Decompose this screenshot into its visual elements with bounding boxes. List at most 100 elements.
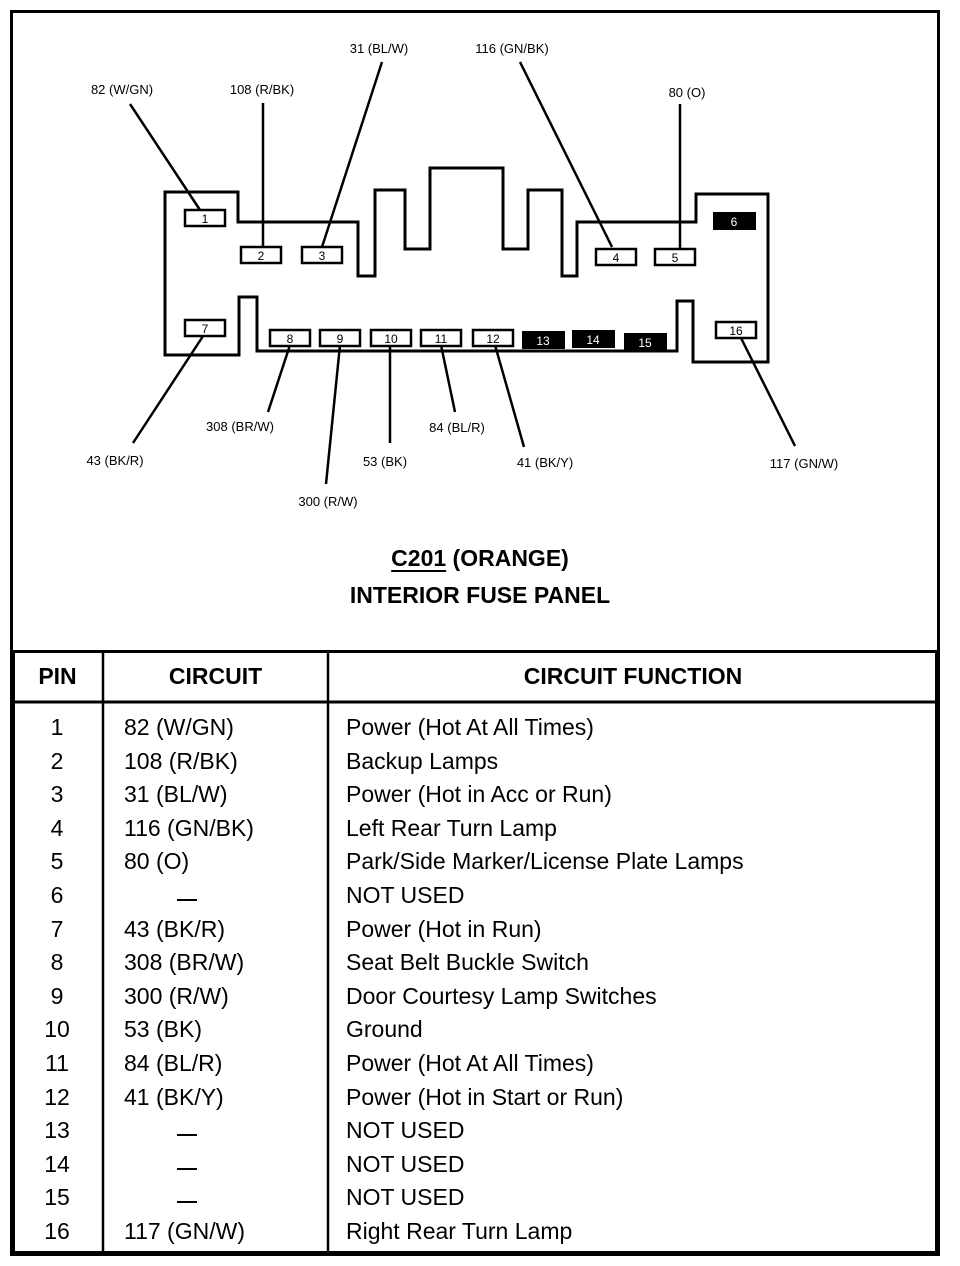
pin-number-15: 15: [638, 336, 652, 350]
cell-function: Power (Hot in Start or Run): [346, 1083, 624, 1110]
pin-cavity-13: [522, 331, 565, 349]
cell-function: Power (Hot At All Times): [346, 714, 594, 740]
pin-number-13: 13: [536, 334, 550, 348]
connector-color: (ORANGE): [452, 545, 569, 571]
callout-label-1: 82 (W/GN): [91, 82, 153, 97]
cell-circuit: 300 (R/W): [124, 982, 229, 1009]
cell-circuit: 41 (BK/Y): [124, 1083, 224, 1110]
cell-pin: 10: [44, 1016, 70, 1043]
pin-number-11: 11: [435, 332, 448, 346]
pin-cavity-12: [471, 328, 515, 348]
cell-pin: 8: [50, 949, 64, 976]
cell-circuit-dash: [177, 1167, 197, 1170]
pin-number-2: 2: [258, 249, 265, 263]
cell-function: Left Rear Turn Lamp: [346, 814, 557, 841]
pin-cavity-1: [183, 208, 227, 228]
pin-cavity-9: [318, 328, 362, 348]
callout-label-16: 117 (GN/W): [770, 456, 838, 471]
pin-cavity-2: [239, 245, 283, 265]
cell-pin: 3: [50, 781, 64, 808]
cell-pin: 4: [50, 814, 64, 841]
leader-8: [266, 344, 292, 413]
cell-pin: 13: [44, 1117, 70, 1144]
cell-pin: 5: [50, 848, 64, 875]
pin-number-14: 14: [586, 333, 600, 347]
cell-function: Power (Hot in Run): [346, 915, 542, 942]
callout-label-12: 41 (BK/Y): [517, 455, 573, 470]
pin-cavity-14: [572, 330, 615, 348]
leader-12: [493, 344, 526, 448]
cell-pin: 1: [50, 714, 64, 740]
cell-function: Power (Hot At All Times): [346, 1050, 594, 1076]
cell-function: Backup Lamps: [346, 747, 499, 774]
header-circuit: CIRCUIT: [168, 662, 263, 689]
callout-label-11: 84 (BL/R): [429, 420, 485, 435]
callout-label-2: 108 (R/BK): [230, 82, 294, 97]
header-pin: PIN: [38, 662, 77, 689]
cell-pin: 16: [44, 1218, 70, 1244]
cell-function: Power (Hot in Acc or Run): [346, 781, 612, 808]
connector-title: C201 (ORANGE): [0, 545, 960, 572]
callout-label-5: 80 (O): [669, 85, 706, 100]
leader-3: [320, 61, 384, 248]
cell-function: NOT USED: [346, 1184, 465, 1211]
cell-circuit: 308 (BR/W): [124, 949, 245, 976]
table-row: 8 308 (BR/W) Seat Belt Buckle Switch: [12, 949, 938, 983]
pin-cavity-8: [268, 328, 312, 348]
cell-circuit-dash: [177, 899, 197, 901]
pin-cavity-3: [300, 245, 344, 265]
pin-cavity-10: [369, 328, 413, 348]
callout-label-3: 31 (BL/W): [350, 41, 409, 56]
table-row: 12 41 (BK/Y) Power (Hot in Start or Run): [12, 1084, 938, 1118]
cell-pin: 2: [50, 747, 64, 774]
unused-pins: [522, 212, 756, 351]
cell-circuit: 117 (GN/W): [124, 1218, 245, 1244]
callout-label-10: 53 (BK): [363, 454, 407, 469]
cell-circuit: 84 (BL/R): [124, 1050, 223, 1076]
cell-function: Seat Belt Buckle Switch: [346, 949, 589, 976]
connector-id: C201: [391, 545, 447, 571]
cell-function: Door Courtesy Lamp Switches: [346, 982, 657, 1009]
connector-outline: [163, 166, 770, 364]
leader-lines: [128, 61, 797, 485]
pin-number-4: 4: [613, 251, 620, 265]
leader-7: [131, 329, 209, 444]
cell-circuit-dash: [177, 1134, 197, 1137]
cell-circuit-dash: [177, 1201, 197, 1204]
pin-number-7: 7: [202, 322, 209, 336]
pin-number-16: 16: [729, 324, 743, 338]
cell-function: Ground: [346, 1016, 423, 1043]
cell-pin: 11: [45, 1050, 69, 1076]
connector-location: INTERIOR FUSE PANEL: [349, 582, 611, 608]
pin-cavity-4: [594, 247, 638, 267]
pin-cavities: [183, 208, 758, 348]
leader-11: [439, 344, 457, 413]
pin-cavity-16: [714, 320, 758, 340]
header-function: CIRCUIT FUNCTION: [523, 662, 743, 689]
cell-pin: 12: [44, 1083, 70, 1110]
pin-number-3: 3: [319, 249, 326, 263]
leader-4: [518, 61, 614, 248]
callout-label-9: 300 (R/W): [298, 494, 357, 509]
pin-number-10: 10: [384, 332, 398, 346]
pin-number-5: 5: [672, 251, 679, 265]
pin-number-12: 12: [486, 332, 500, 346]
table-row: 11 84 (BL/R) Power (Hot At All Times): [12, 1050, 938, 1084]
leader-16: [739, 337, 797, 447]
cell-function: NOT USED: [346, 1150, 465, 1177]
diagram-frame: [10, 10, 940, 1256]
pin-number-9: 9: [337, 332, 344, 346]
